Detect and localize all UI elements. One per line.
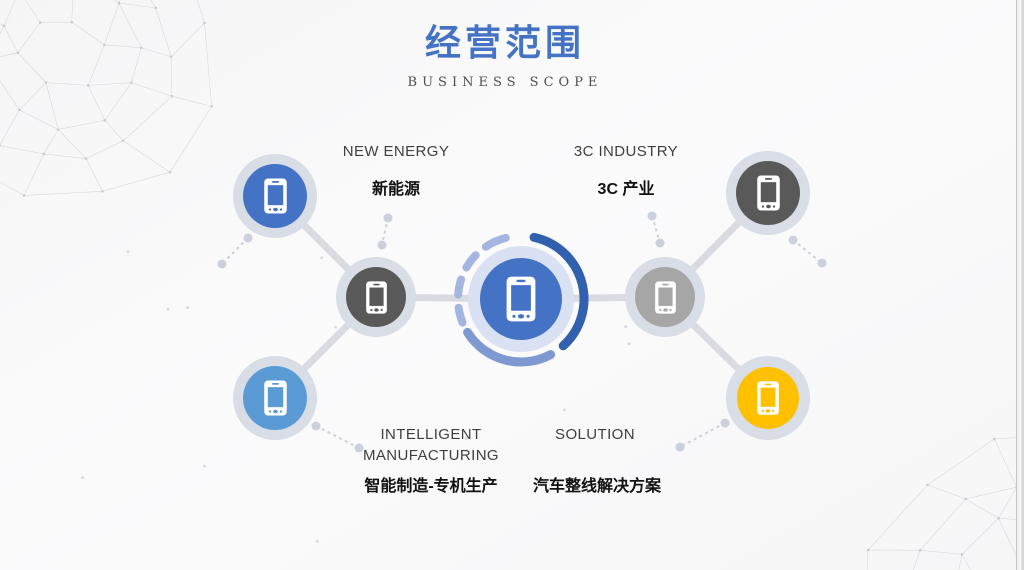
slide-title: 经营范围 — [424, 22, 585, 64]
label-solution-en: SOLUTION — [555, 426, 635, 443]
label-solution-zh: 汽车整线解决方案 — [532, 478, 662, 495]
node-circle — [635, 267, 695, 327]
node-circle — [736, 161, 800, 225]
label-3c-industry-zh: 3C 产业 — [597, 181, 655, 198]
hub-arc — [463, 327, 556, 367]
dotted-connector — [217, 233, 253, 269]
node-circle — [737, 367, 799, 429]
node-3c-industry — [726, 151, 810, 235]
dotted-connector — [377, 213, 393, 250]
phone-icon — [263, 380, 287, 416]
node-circle — [243, 164, 307, 228]
hub-arc — [454, 303, 467, 327]
dotted-connector — [788, 235, 827, 268]
slide-right-edge — [1016, 0, 1024, 570]
label-intelligent-manufacturing-zh: 智能制造-专机生产 — [364, 478, 498, 495]
hub-arc — [454, 275, 466, 299]
phone-icon — [365, 280, 387, 314]
node-relay-left — [336, 257, 416, 337]
node-circle — [243, 366, 307, 430]
node-circle — [346, 267, 406, 327]
node-solution — [726, 356, 810, 440]
hub-arc — [462, 251, 480, 272]
dotted-connector — [647, 211, 665, 248]
phone-icon — [506, 276, 536, 322]
node-relay-right — [625, 257, 705, 337]
node-intelligent-manufacturing — [233, 356, 317, 440]
label-new-energy-zh: 新能源 — [371, 181, 421, 198]
hub-arc — [529, 232, 589, 351]
phone-icon — [263, 178, 287, 214]
dotted-connector — [675, 418, 730, 452]
hub-arc — [481, 233, 510, 251]
label-new-energy-en: NEW ENERGY — [342, 143, 450, 160]
label-3c-industry-en: 3C INDUSTRY — [573, 143, 679, 160]
dotted-connector — [311, 421, 364, 453]
slide-subtitle: BUSINESS SCOPE — [407, 75, 603, 90]
node-new-energy — [233, 154, 317, 238]
network-sphere — [0, 0, 213, 197]
phone-icon — [756, 175, 780, 211]
phone-icon — [654, 280, 676, 314]
network-sphere — [866, 436, 1024, 570]
label-intelligent-manufacturing-en: INTELLIGENT MANUFACTURING — [362, 426, 500, 464]
node-circle — [480, 258, 562, 340]
title-block: 经营范围 BUSINESS SCOPE — [0, 14, 1010, 90]
phone-icon — [757, 381, 779, 415]
hub-node — [468, 246, 574, 352]
